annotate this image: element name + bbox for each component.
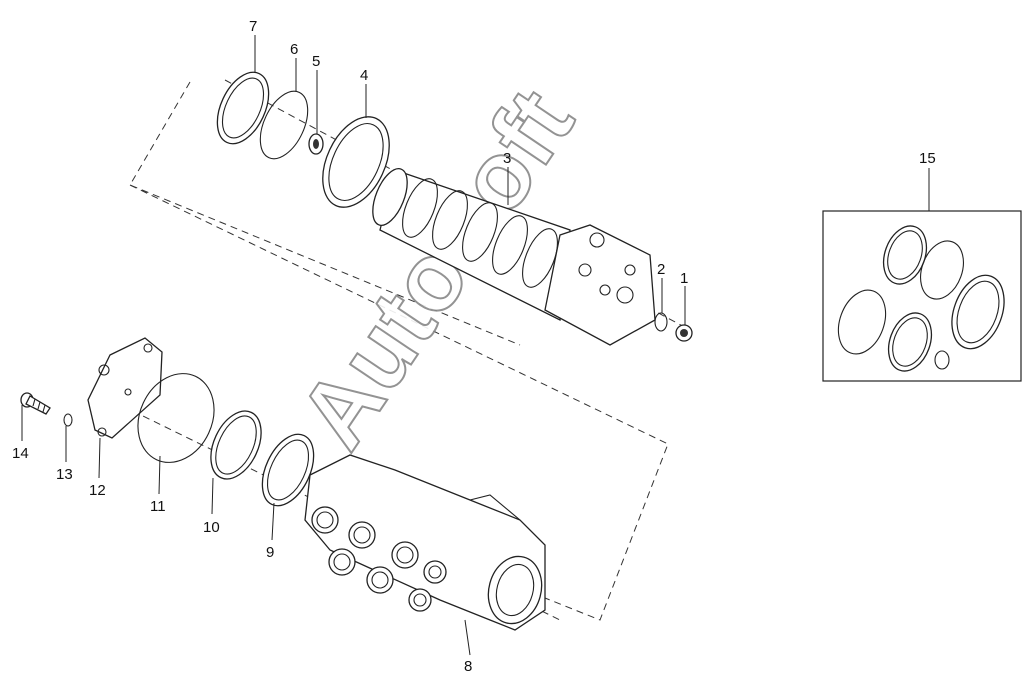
gasket-11 bbox=[137, 373, 215, 463]
retaining-ring-10 bbox=[210, 410, 262, 480]
callout-1: 1 bbox=[680, 270, 688, 287]
plug-1 bbox=[675, 324, 693, 342]
callout-3: 3 bbox=[503, 150, 511, 167]
callout-2: 2 bbox=[657, 261, 665, 278]
callout-13: 13 bbox=[56, 466, 73, 483]
callout-4: 4 bbox=[360, 67, 368, 84]
callout-9: 9 bbox=[266, 544, 274, 561]
leader-lines bbox=[21, 35, 930, 656]
washer-13 bbox=[63, 413, 73, 427]
cover-12 bbox=[87, 337, 163, 439]
backup-ring-6 bbox=[259, 90, 309, 160]
callout-7: 7 bbox=[249, 18, 257, 35]
o-ring-2 bbox=[654, 312, 668, 332]
callout-10: 10 bbox=[203, 519, 220, 536]
callout-14: 14 bbox=[12, 445, 29, 462]
snap-ring-7 bbox=[216, 71, 270, 145]
callout-5: 5 bbox=[312, 53, 320, 70]
callout-6: 6 bbox=[290, 41, 298, 58]
callout-11: 11 bbox=[150, 498, 166, 515]
valve-body-8 bbox=[304, 454, 546, 631]
callout-15: 15 bbox=[919, 150, 936, 167]
nut-5 bbox=[308, 133, 324, 155]
seal-9 bbox=[261, 433, 315, 507]
bolt-14 bbox=[20, 392, 51, 415]
seal-ring-4 bbox=[322, 116, 390, 208]
spool-3 bbox=[372, 168, 656, 346]
callout-numbers: 1 2 3 4 5 6 7 8 9 10 11 12 13 14 15 bbox=[12, 18, 936, 675]
callout-8: 8 bbox=[464, 658, 472, 675]
seal-kit-15 bbox=[822, 210, 1022, 382]
callout-12: 12 bbox=[89, 482, 106, 499]
